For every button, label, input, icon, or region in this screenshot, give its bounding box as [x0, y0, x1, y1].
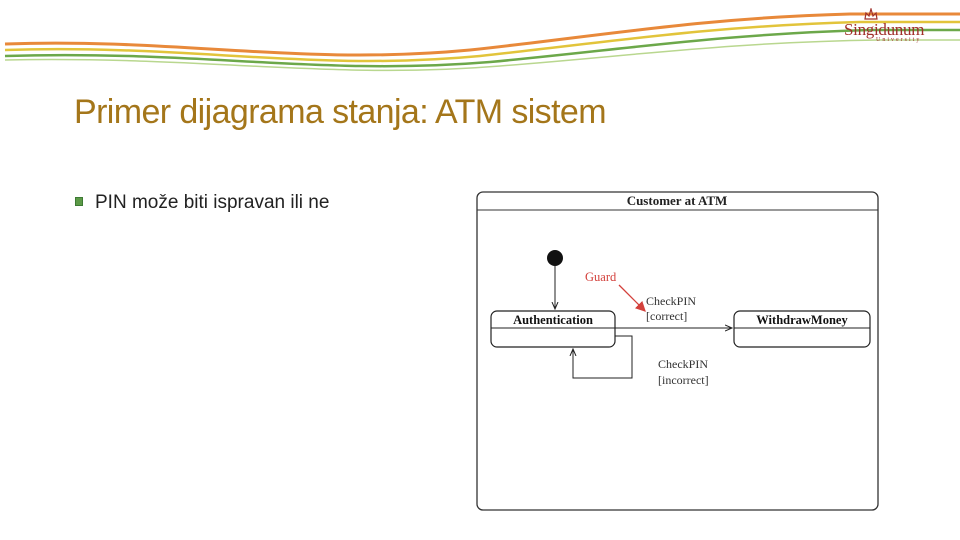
state-box: [490, 310, 616, 348]
state-label: WithdrawMoney: [756, 313, 848, 327]
bullet-item: PIN može biti ispravan ili ne: [75, 192, 329, 214]
logo-name: Singidunum: [844, 20, 925, 39]
state-diagram: Customer at ATM Authentication WithdrawM…: [476, 191, 879, 511]
transition-incorrect: [573, 335, 633, 379]
page-title: Primer dijagrama stanja: ATM sistem: [74, 93, 607, 131]
frame-title: Customer at ATM: [627, 193, 728, 208]
guard-annotation-arrow: [618, 284, 646, 312]
transition-guard: [correct]: [646, 309, 687, 323]
logo-emblem-icon: [864, 8, 878, 20]
state-box: [733, 310, 871, 348]
state-label: Authentication: [513, 313, 593, 327]
transition-event: CheckPIN: [658, 357, 708, 371]
transition-guard: [incorrect]: [658, 373, 709, 387]
header-swoosh-decoration: [4, 12, 960, 72]
transition-event: CheckPIN: [646, 294, 696, 308]
guard-annotation: Guard: [585, 270, 617, 284]
university-logo: Singidunum University: [838, 8, 938, 43]
state-withdraw-money: WithdrawMoney: [733, 310, 871, 348]
diagram-frame: [476, 191, 879, 511]
logo-subtitle: University: [876, 37, 922, 43]
bullet-text: PIN može biti ispravan ili ne: [95, 192, 330, 213]
square-bullet-icon: [75, 197, 83, 206]
state-authentication: Authentication: [490, 310, 616, 348]
initial-state: [547, 250, 563, 266]
